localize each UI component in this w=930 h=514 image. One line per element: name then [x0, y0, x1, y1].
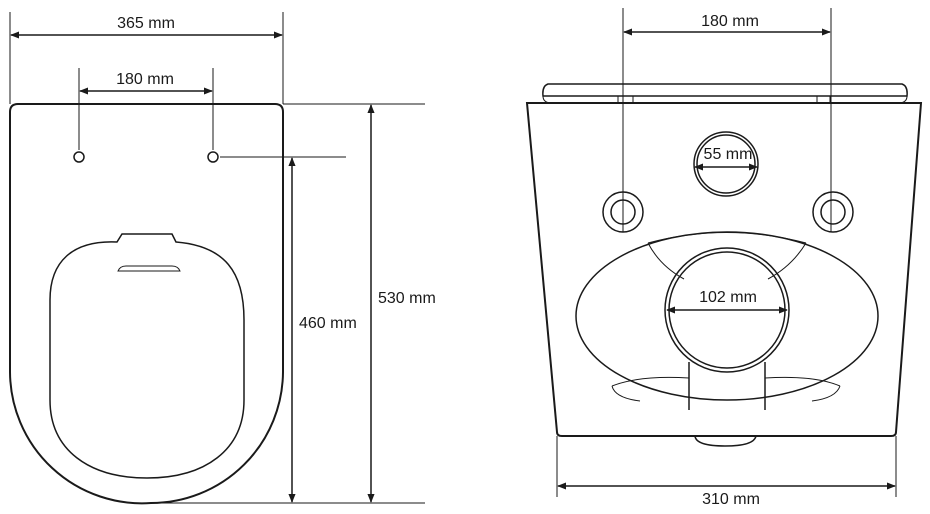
- rear-mount-hole-right-outer: [812, 191, 854, 233]
- bowl-body-rear: [525, 102, 923, 437]
- dim-hole-spacing-rear-label: 180 mm: [701, 13, 759, 30]
- dim-hole-spacing-top-label: 180 mm: [116, 71, 174, 88]
- dim-bottom-width-label: 310 mm: [702, 491, 760, 508]
- seat-top-profile: [542, 83, 908, 97]
- cavity-oval: [575, 231, 879, 401]
- dim-overall-length-label: 530 mm: [378, 290, 436, 307]
- outlet-pipe: [688, 362, 766, 410]
- inlet-ring-inner: [696, 134, 756, 194]
- lid-grip: [117, 265, 181, 272]
- mounting-hole-left: [73, 151, 85, 163]
- rear-mount-hole-right-inner: [820, 199, 846, 225]
- seat-hinge: [116, 233, 177, 243]
- bowl-outline-top: [9, 103, 284, 505]
- dim-outlet-label: 102 mm: [699, 289, 757, 306]
- seat-outline: [49, 233, 245, 479]
- dim-hole-to-front-label: 460 mm: [299, 315, 357, 332]
- rear-view: 180 mm 55 mm 102 mm 310 mm: [525, 8, 923, 508]
- outlet-ring-outer: [664, 247, 790, 373]
- inlet-ring-outer: [693, 131, 759, 197]
- outlet-spigot: [694, 435, 757, 447]
- dim-inlet-label: 55 mm: [704, 146, 753, 163]
- dim-overall-width-label: 365 mm: [117, 15, 175, 32]
- top-view: 365 mm 180 mm 460 mm 530 mm: [9, 12, 436, 505]
- mounting-hole-right: [207, 151, 219, 163]
